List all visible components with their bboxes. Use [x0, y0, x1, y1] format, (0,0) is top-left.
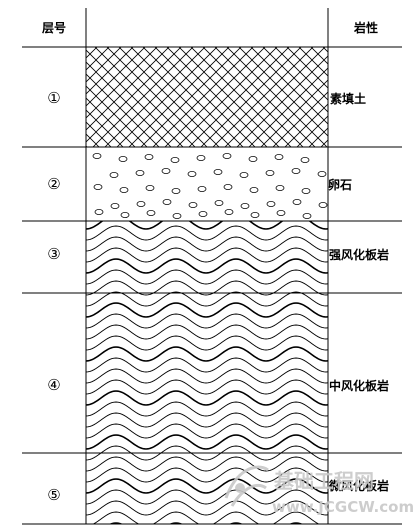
pebble: [171, 187, 181, 194]
pebble: [120, 211, 130, 218]
pebble: [145, 184, 155, 191]
wave-line: [86, 445, 328, 461]
pebble: [93, 183, 103, 190]
pebble: [187, 170, 197, 177]
layer-number-1: ①: [47, 89, 60, 107]
layer-number-2: ②: [47, 175, 60, 193]
wave-line: [86, 478, 328, 494]
layer-name-5: 微风化板岩: [328, 478, 389, 493]
pebble: [146, 209, 156, 216]
wave-line: [86, 291, 328, 307]
pebble: [291, 167, 301, 174]
wave-line: [86, 258, 328, 274]
watermark-logo: [224, 465, 269, 507]
layer-number-3: ③: [47, 245, 60, 263]
wave-line: [86, 368, 328, 384]
wave-line: [86, 313, 328, 329]
layer-name-3: 强风化板岩: [329, 247, 389, 262]
wave-line: [86, 221, 328, 230]
watermark-cn: 基础工程网: [274, 469, 374, 493]
pebble: [162, 198, 172, 205]
wave-line: [86, 247, 328, 263]
layer-number-4: ④: [47, 376, 60, 394]
layer-name-2: 卵石: [328, 177, 352, 192]
pebble: [222, 152, 232, 159]
wave-line: [86, 324, 328, 340]
pebble: [317, 170, 327, 177]
pebble: [266, 200, 276, 207]
wave-line: [86, 423, 328, 439]
pebble: [136, 200, 146, 207]
pebble: [188, 201, 198, 208]
pebble: [249, 186, 259, 193]
pebble: [302, 212, 312, 219]
watermark: 基础工程网 www.JCGCW.com: [224, 465, 413, 516]
pebble: [197, 185, 207, 192]
pebble-fill-pattern: [92, 152, 328, 219]
pebble: [135, 169, 145, 176]
pebble: [265, 169, 275, 176]
pebble: [214, 199, 224, 206]
pebble: [276, 209, 286, 216]
pebble: [109, 171, 119, 178]
pebble: [240, 202, 250, 209]
layer-number-5: ⑤: [47, 486, 60, 504]
pebble: [118, 155, 128, 162]
pebble: [248, 155, 258, 162]
wave-line: [86, 236, 328, 252]
wave-line: [86, 225, 328, 241]
pebble: [318, 201, 328, 208]
pebble: [94, 208, 104, 215]
wave-line: [86, 467, 328, 483]
wave-line: [86, 269, 328, 285]
pebble: [196, 154, 206, 161]
pebble: [172, 212, 182, 219]
pebble: [301, 187, 311, 194]
wave-line: [86, 379, 328, 395]
pebble: [274, 153, 284, 160]
wavy-fill-pattern: [86, 221, 328, 524]
wave-line: [86, 456, 328, 472]
pebble: [223, 183, 233, 190]
layer-name-4: 中风化板岩: [329, 378, 389, 393]
wave-line: [86, 357, 328, 373]
pebble: [275, 184, 285, 191]
wave-line: [86, 489, 328, 505]
pebble: [239, 171, 249, 178]
pebble: [119, 186, 129, 193]
pebble: [213, 168, 223, 175]
wave-line: [92, 511, 320, 524]
layer-name-1: 素填土: [330, 91, 366, 106]
wave-line: [86, 302, 328, 318]
watermark-en: www.JCGCW.com: [272, 498, 413, 516]
pebble: [161, 167, 171, 174]
header-layer-no: 层号: [42, 20, 66, 35]
crosshatch-fill-pattern: [86, 47, 328, 147]
pebble: [198, 210, 208, 217]
header-rock-type: 岩性: [353, 20, 378, 35]
wave-line: [86, 346, 328, 362]
pebble: [144, 153, 154, 160]
wave-line: [86, 500, 328, 516]
pebble: [300, 156, 310, 163]
pebble: [250, 211, 260, 218]
pebble: [110, 202, 120, 209]
pebble: [170, 156, 180, 163]
wave-line: [86, 434, 328, 450]
wave-line: [86, 390, 328, 406]
wave-line: [86, 412, 328, 428]
pebble: [224, 208, 234, 215]
pebble: [92, 152, 102, 159]
pebble: [292, 198, 302, 205]
wave-line: [86, 280, 328, 296]
wave-line: [86, 401, 328, 417]
wave-line: [86, 335, 328, 351]
